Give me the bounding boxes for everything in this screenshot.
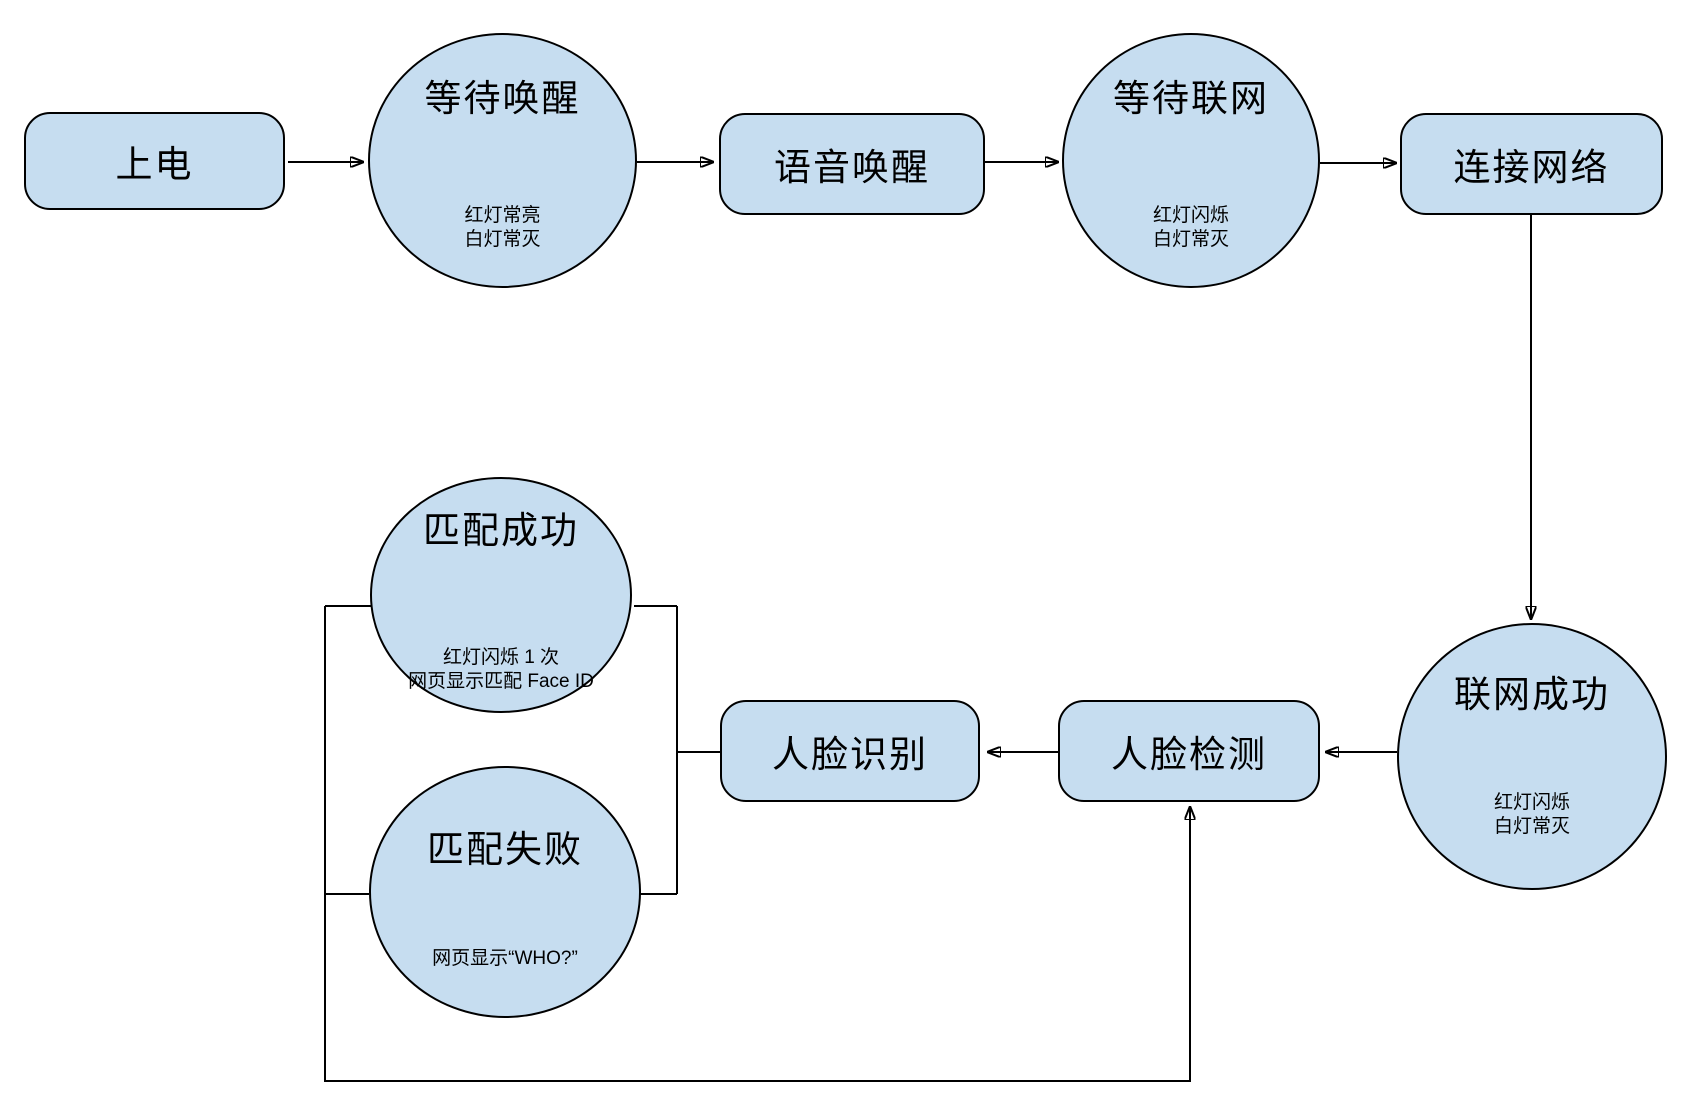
node-match-success-note-line2: 网页显示匹配 Face ID <box>408 671 594 692</box>
node-wait-network: 等待联网 红灯闪烁 白灯常灭 <box>1062 33 1320 288</box>
node-match-fail-note: 网页显示“WHO?” <box>371 947 639 971</box>
node-match-success-note: 红灯闪烁 1 次 网页显示匹配 Face ID <box>372 646 630 694</box>
node-wait-network-note-line1: 红灯闪烁 <box>1152 205 1229 226</box>
node-connect-network-label: 连接网络 <box>1453 147 1610 188</box>
node-network-success: 联网成功 红灯闪烁 白灯常灭 <box>1397 623 1667 890</box>
node-network-success-note-line2: 白灯常灭 <box>1493 816 1570 837</box>
node-voice-wake-label: 语音唤醒 <box>774 147 930 188</box>
node-face-detect-label: 人脸检测 <box>1111 734 1267 775</box>
node-match-success-label: 匹配成功 <box>423 510 579 551</box>
node-voice-wake: 语音唤醒 <box>719 113 985 215</box>
node-face-detect: 人脸检测 <box>1058 700 1320 802</box>
node-wait-network-note: 红灯闪烁 白灯常灭 <box>1064 204 1318 252</box>
node-network-success-note-line1: 红灯闪烁 <box>1493 792 1570 813</box>
node-match-success: 匹配成功 红灯闪烁 1 次 网页显示匹配 Face ID <box>370 477 632 713</box>
node-power-on-label: 上电 <box>115 144 194 185</box>
node-match-fail-note-line1: 网页显示“WHO?” <box>432 948 578 969</box>
node-face-recognize-label: 人脸识别 <box>772 734 928 775</box>
node-face-recognize: 人脸识别 <box>720 700 980 802</box>
node-wait-wake-note-line2: 白灯常灭 <box>464 229 541 250</box>
node-match-fail-label: 匹配失败 <box>427 829 583 870</box>
node-wait-wake-label: 等待唤醒 <box>424 78 581 119</box>
node-wait-wake-note-line1: 红灯常亮 <box>464 205 541 226</box>
arrow-match-loop-to-face-detect <box>324 606 1190 1082</box>
node-wait-wake: 等待唤醒 红灯常亮 白灯常灭 <box>368 33 637 288</box>
node-wait-wake-note: 红灯常亮 白灯常灭 <box>370 204 635 252</box>
node-match-fail: 匹配失败 网页显示“WHO?” <box>369 766 641 1018</box>
node-wait-network-label: 等待联网 <box>1113 78 1269 119</box>
node-wait-network-note-line2: 白灯常灭 <box>1152 229 1229 250</box>
node-match-success-note-line1: 红灯闪烁 1 次 <box>442 647 560 668</box>
node-network-success-note: 红灯闪烁 白灯常灭 <box>1399 791 1665 839</box>
node-connect-network: 连接网络 <box>1400 113 1663 215</box>
node-network-success-label: 联网成功 <box>1454 674 1610 715</box>
node-power-on: 上电 <box>24 112 285 210</box>
